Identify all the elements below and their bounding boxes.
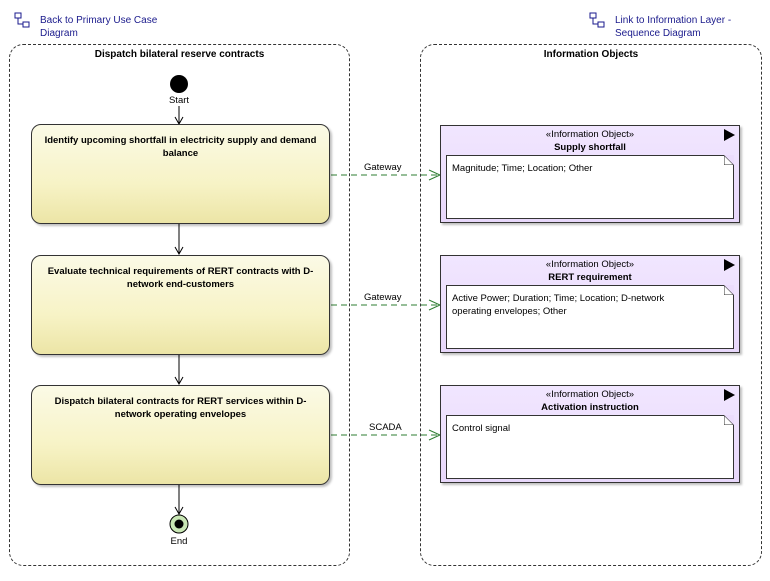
flow-label-gateway-2: Gateway: [364, 292, 402, 303]
information-object-rert-requirement[interactable]: «Information Object» RERT requirement Ac…: [440, 255, 740, 353]
note-fold-icon: [724, 155, 734, 165]
info-name: Activation instruction: [541, 402, 639, 413]
diagram-link-icon: [14, 12, 30, 28]
flow-label-gateway-1: Gateway: [364, 162, 402, 173]
info-name: RERT requirement: [548, 272, 632, 283]
play-triangle-icon: [724, 259, 735, 271]
diagram-link-icon: [589, 12, 605, 28]
partition-title-information-objects: Information Objects: [543, 49, 639, 60]
action-label-line2: network end-customers: [126, 279, 235, 290]
play-triangle-icon: [724, 129, 735, 141]
information-object-supply-shortfall[interactable]: «Information Object» Supply shortfall Ma…: [440, 125, 740, 223]
information-object-activation-instruction[interactable]: «Information Object» Activation instruct…: [440, 385, 740, 483]
back-link-text-line2: Diagram: [40, 28, 78, 39]
play-triangle-icon: [724, 389, 735, 401]
info-layer-link-text-line2: Sequence Diagram: [615, 28, 701, 39]
attribute-note: Magnitude; Time; Location; Other: [446, 155, 734, 219]
note-fold-icon: [724, 415, 734, 425]
attribute-line1: Magnitude; Time; Location; Other: [452, 163, 593, 174]
attribute-line2: operating envelopes; Other: [452, 306, 567, 317]
action-label-line1: Evaluate technical requirements of RERT …: [47, 266, 314, 277]
attribute-note: Control signal: [446, 415, 734, 479]
note-fold-icon: [724, 285, 734, 295]
start-label: Start: [168, 95, 190, 106]
action-dispatch-bilateral-contracts[interactable]: Dispatch bilateral contracts for RERT se…: [31, 385, 330, 485]
flow-label-scada: SCADA: [369, 422, 402, 433]
attribute-note: Active Power; Duration; Time; Location; …: [446, 285, 734, 349]
action-evaluate-technical-requirements[interactable]: Evaluate technical requirements of RERT …: [31, 255, 330, 355]
back-to-primary-use-case-link[interactable]: Back to Primary Use Case Diagram: [14, 12, 174, 42]
info-stereotype: «Information Object»: [545, 259, 635, 270]
end-label: End: [170, 536, 188, 547]
info-stereotype: «Information Object»: [545, 129, 635, 140]
info-layer-link-text-line1: Link to Information Layer -: [615, 15, 732, 26]
activity-partition-information-objects[interactable]: Information Objects: [420, 44, 762, 566]
attribute-line1: Control signal: [452, 423, 511, 434]
initial-node[interactable]: [170, 75, 188, 93]
partition-title-dispatch: Dispatch bilateral reserve contracts: [94, 49, 265, 60]
action-identify-shortfall[interactable]: Identify upcoming shortfall in electrici…: [31, 124, 330, 224]
link-to-information-layer[interactable]: Link to Information Layer - Sequence Dia…: [589, 12, 759, 42]
info-stereotype: «Information Object»: [545, 389, 635, 400]
action-label-line2: network operating envelopes: [114, 409, 247, 420]
action-label-line2: balance: [162, 148, 199, 159]
back-link-text-line1: Back to Primary Use Case: [40, 15, 158, 26]
action-label-line1: Identify upcoming shortfall in electrici…: [44, 135, 317, 146]
final-node[interactable]: [169, 514, 189, 534]
activity-partition-dispatch[interactable]: Dispatch bilateral reserve contracts: [9, 44, 350, 566]
action-label-line1: Dispatch bilateral contracts for RERT se…: [54, 396, 307, 407]
attribute-line1: Active Power; Duration; Time; Location; …: [452, 293, 665, 304]
info-name: Supply shortfall: [554, 142, 626, 153]
